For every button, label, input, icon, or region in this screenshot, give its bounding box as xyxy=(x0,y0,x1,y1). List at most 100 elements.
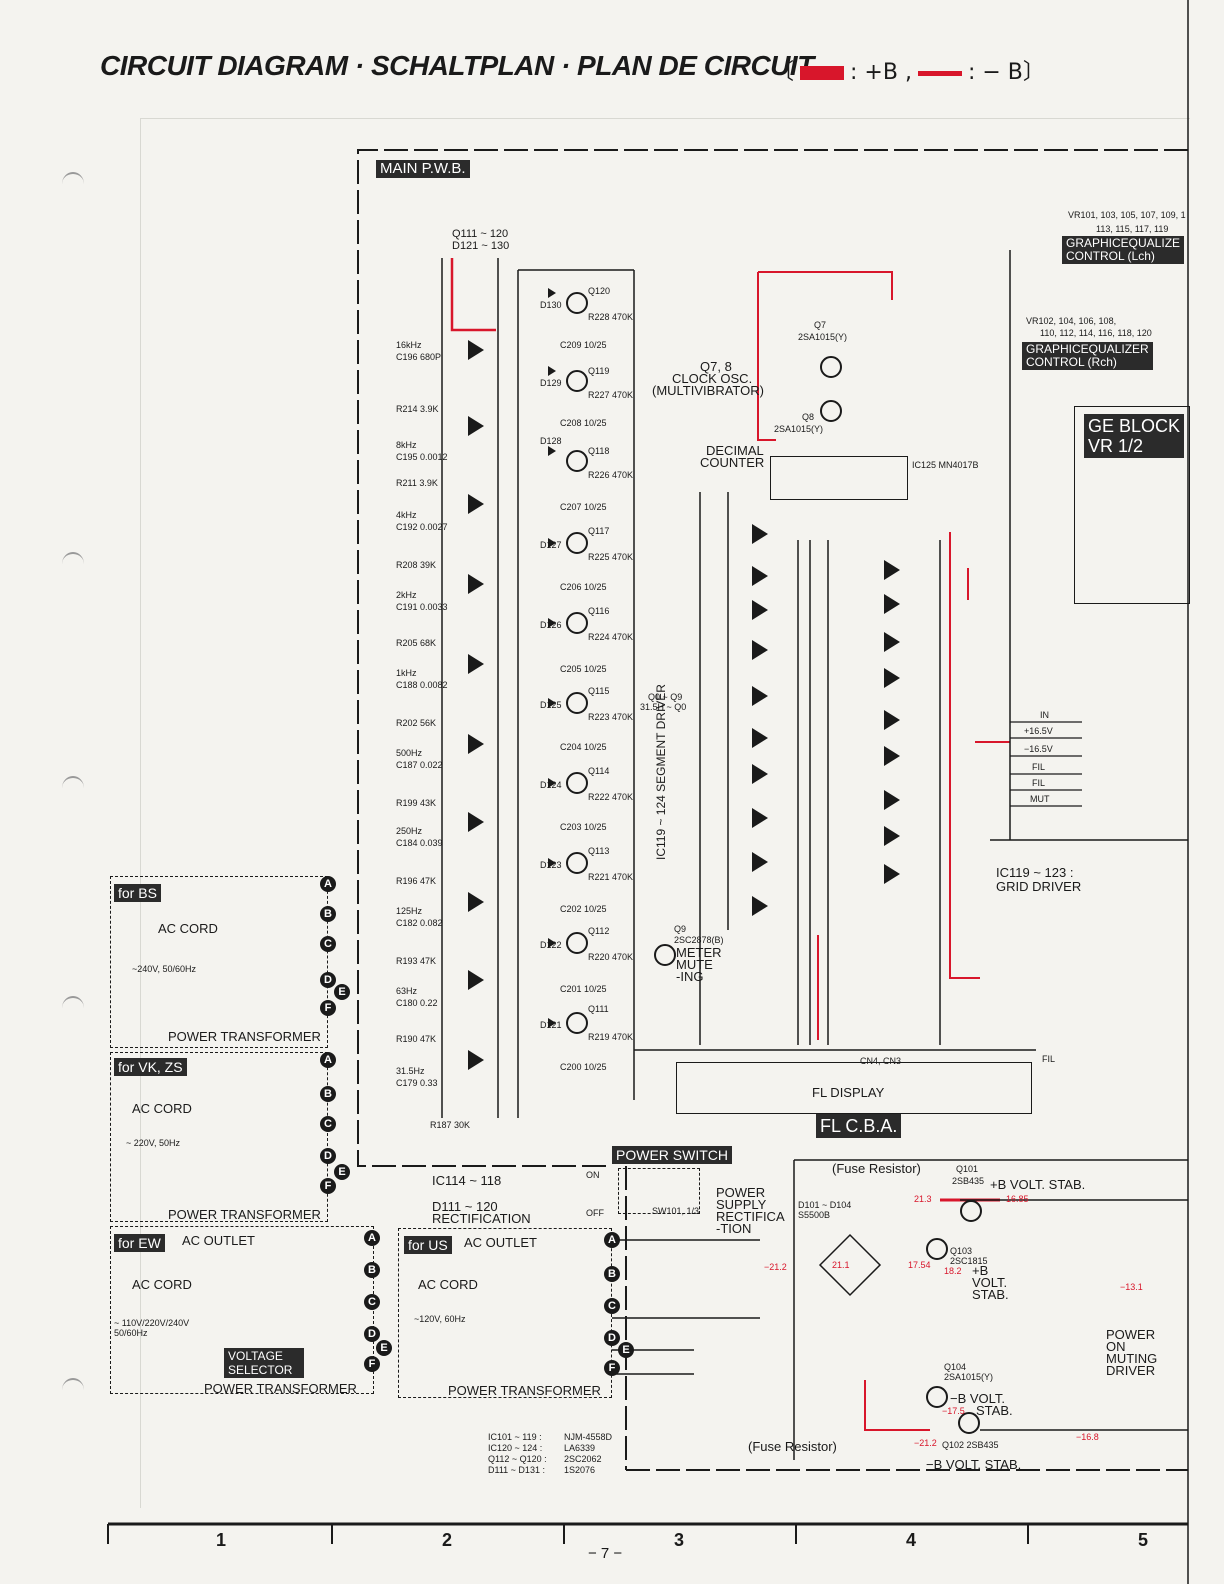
transistor-symbol xyxy=(566,692,588,714)
diode-symbol xyxy=(548,288,556,298)
stage-q: Q117 xyxy=(588,526,610,536)
mains-spec: ~ 110V/220V/240V 50/60Hz xyxy=(114,1318,190,1338)
geq-lch-label: GRAPHICEQUALIZE CONTROL (Lch) xyxy=(1062,236,1185,264)
pin-c: C xyxy=(320,1116,336,1132)
ic-range-label: IC114 ~ 118 xyxy=(432,1173,502,1188)
transistor-range-q: Q111 ~ 120 xyxy=(452,228,509,240)
geq-lch-line-1: GRAPHICEQUALIZE xyxy=(1066,236,1181,250)
eq-r-label: R187 30K xyxy=(430,1120,471,1130)
signal-fil-2: FIL xyxy=(1032,778,1046,788)
part-ic120: IC120 ~ 124 : xyxy=(488,1443,543,1453)
fuse-resistor-bottom: (Fuse Resistor) xyxy=(748,1439,837,1454)
stage-r: R221 470K xyxy=(588,872,634,882)
transformer-name: POWER TRANSFORMER xyxy=(168,1029,321,1044)
ghost-grid-line xyxy=(140,118,141,1508)
clock-osc-label: CLOCK OSC. xyxy=(672,371,753,386)
vr-rch-list: VR102, 104, 106, 108, xyxy=(1026,316,1117,326)
eq-r-label: R190 47K xyxy=(396,1034,437,1044)
opamp-symbol xyxy=(468,970,484,990)
stage-q: Q114 xyxy=(588,766,610,776)
ac-outlet-label: AC OUTLET xyxy=(182,1233,255,1248)
mains-spec: ~120V, 60Hz xyxy=(414,1314,466,1324)
geq-rch-label: GRAPHICEQUALIZER CONTROL (Rch) xyxy=(1022,342,1153,370)
column-number: 1 xyxy=(216,1530,227,1550)
pin-b: B xyxy=(320,1086,336,1102)
column-number: 4 xyxy=(906,1530,917,1550)
ge-block-line-1: GE BLOCK xyxy=(1088,416,1181,436)
transformer-name: POWER TRANSFORMER xyxy=(204,1381,357,1396)
transistor-symbol xyxy=(566,852,588,874)
opamp-symbol xyxy=(752,728,768,748)
fl-cba-label: FL C.B.A. xyxy=(816,1114,902,1138)
pos-stab2-b: VOLT. xyxy=(972,1275,1008,1290)
q-range-label-2: 31.5H ~ Q0 xyxy=(640,702,687,712)
part-ic120-type: LA6339 xyxy=(564,1443,596,1453)
eq-r-label: R208 39K xyxy=(396,560,437,570)
mute-label: MUTE xyxy=(676,957,713,972)
ge-block-box xyxy=(1074,406,1190,604)
meter-transistor-symbol xyxy=(654,944,676,966)
decimal-counter-label-2: COUNTER xyxy=(700,455,765,470)
opamp-symbol xyxy=(752,640,768,660)
q7-type: 2SA1015(Y) xyxy=(798,332,848,342)
eq-r-label: R199 43K xyxy=(396,798,437,808)
ac-cord-label: AC CORD xyxy=(418,1277,478,1292)
stage-d: D126 xyxy=(540,620,562,630)
signal-neg: −16.5V xyxy=(1024,744,1053,754)
q103-transistor-symbol xyxy=(926,1238,948,1260)
q103-type: 2SC1815 xyxy=(950,1256,988,1266)
opamp-symbol xyxy=(752,896,768,916)
eq-freq-label: 250Hz xyxy=(396,826,423,836)
q101-type: 2SB435 xyxy=(952,1176,985,1186)
ac-cord-label: AC CORD xyxy=(158,921,218,936)
opamp-symbol xyxy=(468,416,484,436)
q102-label: Q102 2SB435 xyxy=(942,1440,999,1450)
transformer-ew-box xyxy=(110,1226,374,1394)
voltage-reading: 17.54 xyxy=(908,1260,931,1270)
eq-freq-label: 2kHz xyxy=(396,590,417,600)
q8-transistor-symbol xyxy=(820,400,842,422)
eq-cap-label: C188 0.0082 xyxy=(396,680,448,690)
legend-minus-b: : − B〕 xyxy=(967,60,1045,85)
pin-c: C xyxy=(364,1294,380,1310)
eq-r-label: R211 3.9K xyxy=(396,478,438,488)
opamp-symbol xyxy=(884,864,900,884)
muting-driver-2: ON xyxy=(1106,1339,1126,1354)
diode-symbol xyxy=(548,446,556,456)
eq-freq-label: 1kHz xyxy=(396,668,417,678)
region-tag-vkzs: for VK, ZS xyxy=(114,1058,187,1076)
eq-cap-label: C196 680P xyxy=(396,352,442,362)
stage-d: D129 xyxy=(540,378,562,388)
main-pwb-label: MAIN P.W.B. xyxy=(376,160,470,178)
opamp-symbol xyxy=(752,764,768,784)
diode-symbol xyxy=(548,858,556,868)
psu-label-1: POWER xyxy=(716,1185,766,1200)
stage-c: C205 10/25 xyxy=(560,664,607,674)
opamp-symbol xyxy=(468,1050,484,1070)
pin-f: F xyxy=(320,1178,336,1194)
pin-f: F xyxy=(364,1356,380,1372)
transformer-name: POWER TRANSFORMER xyxy=(168,1207,321,1222)
region-tag-us: for US xyxy=(404,1236,452,1254)
eq-r-label: R205 68K xyxy=(396,638,437,648)
eq-freq-label: 8kHz xyxy=(396,440,417,450)
eq-cap-label: C184 0.039 xyxy=(396,838,443,848)
pin-c: C xyxy=(604,1298,620,1314)
geq-rch-line-2: CONTROL (Rch) xyxy=(1026,355,1117,369)
power-switch-box xyxy=(618,1168,700,1214)
pin-a: A xyxy=(604,1232,620,1248)
pin-f: F xyxy=(320,1000,336,1016)
voltage-reading: 16.85 xyxy=(1006,1194,1029,1204)
fl-display-label: FL DISPLAY xyxy=(812,1085,885,1100)
vr-lch-list-2: 113, 115, 117, 119 xyxy=(1096,224,1169,234)
stage-q: Q119 xyxy=(588,366,610,376)
ac-cord-label: AC CORD xyxy=(132,1101,192,1116)
ac-cord-label: AC CORD xyxy=(132,1277,192,1292)
eq-cap-label: C195 0.0012 xyxy=(396,452,448,462)
opamp-symbol xyxy=(884,560,900,580)
transistor-symbol xyxy=(566,532,588,554)
binder-hole-mark xyxy=(62,552,84,576)
stage-q: Q113 xyxy=(588,846,610,856)
stage-r: R224 470K xyxy=(588,632,634,642)
stage-c: C209 10/25 xyxy=(560,340,607,350)
